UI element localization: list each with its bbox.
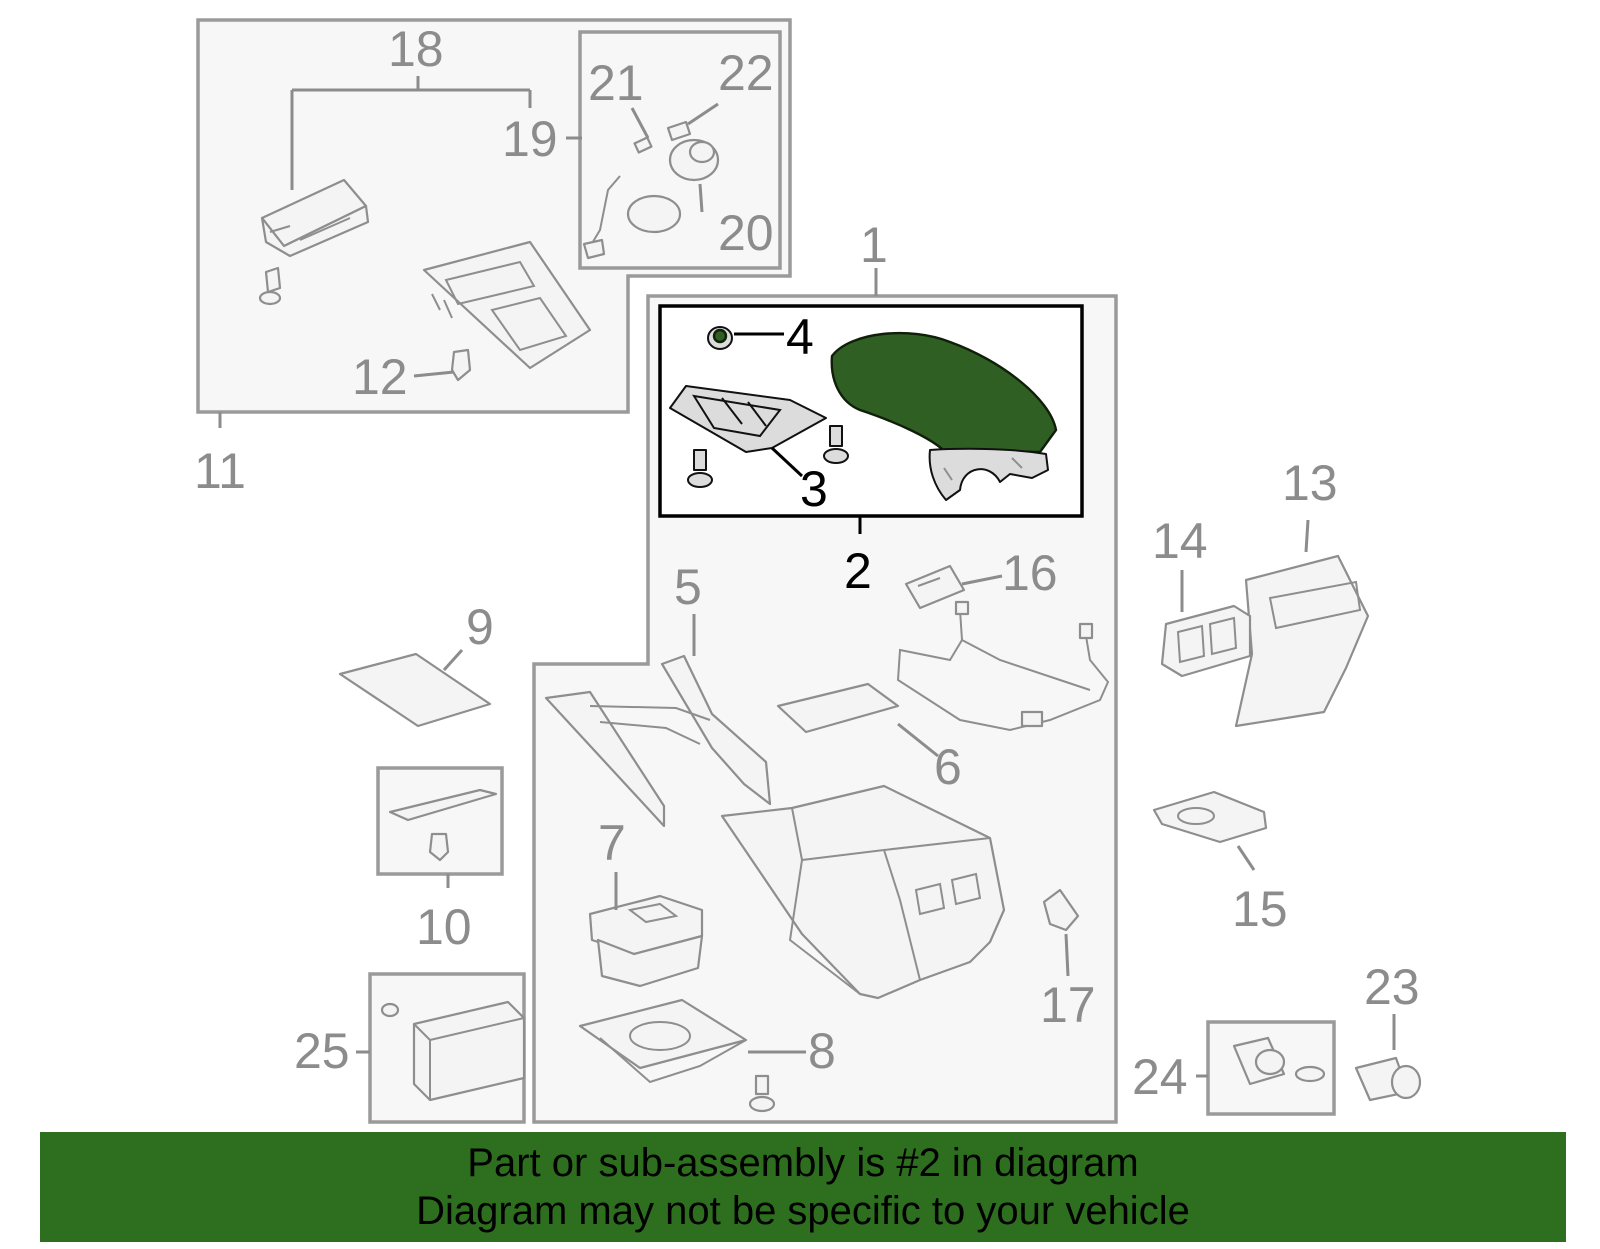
callout-5[interactable]: 5 bbox=[674, 559, 702, 615]
callout-16[interactable]: 16 bbox=[1002, 545, 1058, 601]
part-13-drawing bbox=[1234, 554, 1370, 728]
banner-line-disclaimer: Diagram may not be specific to your vehi… bbox=[416, 1189, 1190, 1233]
part-8-drawing bbox=[578, 998, 748, 1084]
part-screw-3a bbox=[687, 449, 713, 488]
part-clip-12 bbox=[450, 348, 472, 382]
callout-13[interactable]: 13 bbox=[1282, 455, 1338, 511]
part-15-drawing bbox=[1152, 790, 1268, 844]
callout-12[interactable]: 12 bbox=[352, 349, 408, 405]
callout-6[interactable]: 6 bbox=[934, 739, 962, 795]
part-screw-18 bbox=[258, 266, 282, 306]
callout-7[interactable]: 7 bbox=[598, 815, 626, 871]
part-6-drawing bbox=[776, 682, 900, 734]
callout-22[interactable]: 22 bbox=[718, 45, 774, 101]
part-20-drawing bbox=[668, 138, 720, 182]
part-10-drawing bbox=[388, 788, 498, 862]
part-25-drawing bbox=[380, 1000, 526, 1102]
part-9-drawing bbox=[338, 652, 492, 728]
callout-25[interactable]: 25 bbox=[294, 1023, 350, 1079]
callout-8[interactable]: 8 bbox=[808, 1023, 836, 1079]
part-19-drawing bbox=[582, 175, 682, 260]
part-16-drawing bbox=[904, 564, 966, 610]
part-21-drawing bbox=[633, 136, 653, 154]
banner-line-part: Part or sub-assembly is #2 in diagram bbox=[467, 1141, 1139, 1185]
callout-10[interactable]: 10 bbox=[416, 899, 472, 955]
callout-21[interactable]: 21 bbox=[588, 55, 644, 111]
callout-15[interactable]: 15 bbox=[1232, 881, 1288, 937]
part-23-drawing bbox=[1354, 1056, 1422, 1102]
callout-24[interactable]: 24 bbox=[1132, 1049, 1188, 1105]
part-18-drawing bbox=[260, 178, 370, 258]
part-screw-3b bbox=[823, 425, 849, 464]
part-24-drawing bbox=[1232, 1036, 1326, 1086]
part-screw-8 bbox=[748, 1074, 776, 1113]
callout-23[interactable]: 23 bbox=[1364, 959, 1420, 1015]
callout-11[interactable]: 11 bbox=[194, 443, 246, 499]
callout-1[interactable]: 1 bbox=[860, 217, 888, 273]
part-5-drawing bbox=[544, 654, 772, 828]
callout-3[interactable]: 3 bbox=[800, 461, 828, 517]
part-console-body-drawing bbox=[720, 784, 1006, 1000]
part-17-drawing bbox=[1042, 888, 1080, 932]
part-3-drawing bbox=[669, 385, 827, 453]
part-2-armrest-drawing[interactable] bbox=[830, 331, 1058, 501]
callout-14[interactable]: 14 bbox=[1152, 513, 1208, 569]
part-14-drawing bbox=[1160, 604, 1252, 678]
callout-19[interactable]: 19 bbox=[502, 111, 558, 167]
part-22-drawing bbox=[666, 120, 692, 142]
leader-lines bbox=[218, 76, 1396, 1078]
callout-18[interactable]: 18 bbox=[388, 21, 444, 77]
info-banner: Part or sub-assembly is #2 in diagram Di… bbox=[40, 1132, 1566, 1242]
callout-9[interactable]: 9 bbox=[466, 599, 494, 655]
part-7-drawing bbox=[588, 894, 704, 988]
part-harness-drawing bbox=[896, 600, 1110, 732]
callout-20[interactable]: 20 bbox=[718, 205, 774, 261]
callout-4[interactable]: 4 bbox=[786, 309, 814, 365]
callout-2[interactable]: 2 bbox=[844, 543, 872, 599]
callout-17[interactable]: 17 bbox=[1040, 977, 1096, 1033]
part-bezel-drawing bbox=[422, 240, 592, 370]
part-4-drawing bbox=[707, 326, 733, 350]
